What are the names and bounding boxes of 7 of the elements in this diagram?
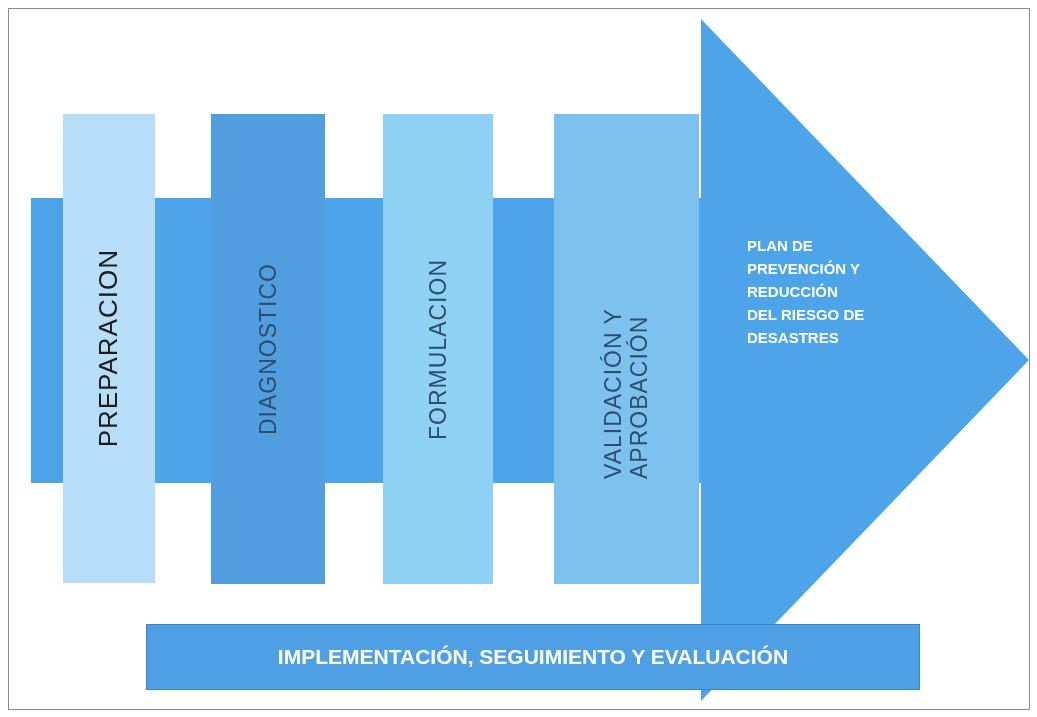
stage-label: DIAGNOSTICO xyxy=(254,263,282,435)
stage-label: PREPARACION xyxy=(94,249,124,448)
arrow-label: PLAN DE PREVENCIÓN Y REDUCCIÓN DEL RIESGO DE DESASTRES xyxy=(747,236,865,348)
stage-label: VALIDACIÓN Y APROBACIÓN xyxy=(600,307,653,479)
stage-label: FORMULACION xyxy=(424,258,452,440)
bar-label: IMPLEMENTACIÓN, SEGUIMIENTO Y EVALUACIÓN xyxy=(277,645,789,669)
bottom-bar xyxy=(146,624,920,690)
